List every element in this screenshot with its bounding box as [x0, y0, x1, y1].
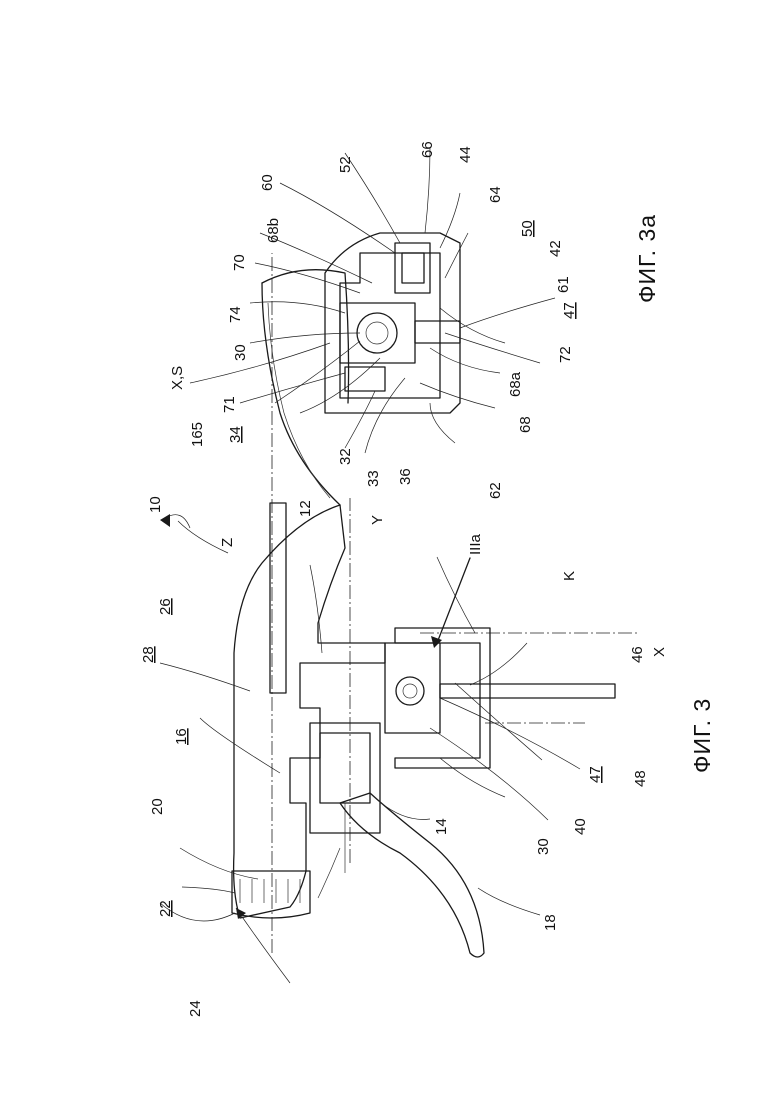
label-70: 70	[231, 254, 248, 271]
label-18: 18	[542, 914, 559, 931]
label-16: 16	[173, 728, 190, 745]
label-60: 60	[259, 174, 276, 191]
label-30-detail: 30	[232, 344, 249, 361]
label-68a: 68a	[507, 371, 524, 397]
label-x: X	[651, 647, 668, 657]
label-47-detail: 47	[561, 302, 578, 319]
detail-seal	[395, 243, 430, 293]
detail-valve-ball-inner	[366, 322, 388, 344]
label-26: 26	[157, 598, 174, 615]
label-64: 64	[487, 186, 504, 203]
valve-ball	[396, 677, 424, 705]
label-40: 40	[572, 818, 589, 835]
label-62: 62	[487, 482, 504, 499]
label-z: Z	[219, 538, 236, 547]
label-IIIa: IIIa	[467, 533, 484, 555]
label-28: 28	[140, 646, 157, 663]
figure-3: 10 12 Z Y 26 28 16 20 22 24 14 18 30 40 …	[140, 253, 715, 1017]
label-72: 72	[557, 346, 574, 363]
label-61: 61	[555, 276, 572, 293]
nozzle-ribs	[240, 879, 300, 903]
caption-fig3: ФИГ. 3	[689, 698, 715, 773]
label-20: 20	[149, 798, 166, 815]
label-165: 165	[189, 422, 206, 447]
shroud-lower	[262, 270, 349, 403]
arrow-24	[236, 908, 290, 983]
trigger-guard	[318, 848, 340, 898]
dip-tube	[440, 684, 615, 698]
label-36: 36	[397, 468, 414, 485]
labels-fig3a: X,S 34 165 71 30 74 70 68b 60 52 66 44 6…	[169, 141, 578, 499]
label-k: K	[561, 571, 578, 581]
label-47: 47	[587, 766, 604, 783]
detail-chamber-165	[345, 367, 385, 391]
caption-fig3a: ФИГ. 3а	[634, 214, 660, 303]
label-66: 66	[419, 141, 436, 158]
label-30: 30	[535, 838, 552, 855]
label-22: 22	[157, 900, 174, 917]
labels-fig3: 10 12 Z Y 26 28 16 20 22 24 14 18 30 40 …	[140, 496, 668, 1017]
arrow-IIIa	[437, 558, 470, 643]
label-52: 52	[337, 156, 354, 173]
figure-3a: X,S 34 165 71 30 74 70 68b 60 52 66 44 6…	[169, 141, 660, 499]
label-71: 71	[221, 396, 238, 413]
label-44: 44	[457, 146, 474, 163]
label-24: 24	[187, 1000, 204, 1017]
label-34: 34	[227, 426, 244, 443]
label-68b: 68b	[265, 218, 282, 243]
label-12: 12	[297, 500, 314, 517]
trigger-lever	[340, 793, 484, 957]
detail-stem	[415, 321, 460, 343]
label-42: 42	[547, 240, 564, 257]
shroud-outline	[262, 283, 340, 505]
label-50: 50	[519, 220, 536, 237]
valve-ball-inner	[403, 684, 417, 698]
label-33: 33	[365, 470, 382, 487]
label-14: 14	[433, 818, 450, 835]
label-74: 74	[227, 306, 244, 323]
housing-body	[234, 505, 385, 918]
valve-seat-block	[385, 643, 440, 733]
label-46: 46	[629, 646, 646, 663]
rotated-sheet: 10 12 Z Y 26 28 16 20 22 24 14 18 30 40 …	[140, 141, 715, 1017]
detail-valve-ball	[357, 313, 397, 353]
piston	[320, 733, 370, 803]
label-32: 32	[337, 448, 354, 465]
label-48: 48	[632, 770, 649, 787]
label-68: 68	[517, 416, 534, 433]
detail-chamber-42	[402, 253, 424, 283]
leaders-fig3	[160, 521, 580, 921]
label-y: Y	[369, 515, 386, 525]
label-10: 10	[147, 496, 164, 513]
label-xs: X,S	[169, 366, 186, 390]
